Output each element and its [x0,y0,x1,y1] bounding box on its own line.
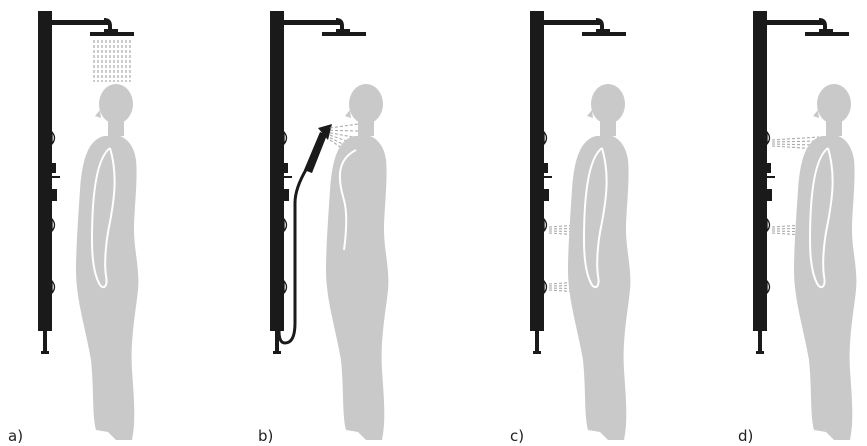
hand-spray-stream [330,130,358,131]
jet-spray-stream [772,137,819,140]
panel-label-a: a) [8,429,23,444]
body-jet-2 [767,219,770,231]
figure-nose [345,110,351,118]
figure-a [76,84,138,440]
control-knob-1 [763,163,771,173]
figure-nose [587,110,593,118]
figure-nose [813,110,819,118]
panel-label-d: d) [738,429,753,444]
body-jet-2 [52,219,55,231]
control-knob-1 [540,163,548,173]
hand-shower-handle [304,132,327,173]
figure-c [568,84,630,440]
shower-arm [52,20,109,25]
figure-d [794,84,856,440]
rain-head-mount [596,29,610,33]
body-jet-3 [52,281,55,293]
figure-body [568,136,630,440]
body-jet-3 [284,281,287,293]
panel-label-b: b) [258,429,273,444]
figure-neck [358,120,374,136]
rain-head-mount [336,29,350,33]
control-knob-1 [280,163,288,173]
body-jet-1 [767,132,770,144]
shower-arm [284,20,341,25]
outlet-cap [273,351,281,354]
body-jet-2 [284,219,287,231]
body-jet-1 [284,132,287,144]
outlet-cap [533,351,541,354]
rain-head-mount [819,29,833,33]
body-jet-1 [52,132,55,144]
shower-arm [544,20,601,25]
body-jet-3 [544,281,547,293]
figure-body [794,136,856,440]
body-jet-3 [767,281,770,293]
figure-body [76,136,138,440]
outlet-pipe [43,331,47,351]
figure-neck [600,120,616,136]
outlet-cap [756,351,764,354]
control-knob-1 [48,163,56,173]
figure-head [591,84,625,124]
figure-neck [826,120,842,136]
rain-head-mount [104,29,118,33]
body-jet-1 [544,132,547,144]
figure-head [349,84,383,124]
figure-head [99,84,133,124]
control-knob-2 [763,189,772,201]
outlet-pipe [535,331,539,351]
panel-label-c: c) [510,429,524,444]
control-knob-2 [280,189,289,201]
outlet-pipe [758,331,762,351]
figure-head [817,84,851,124]
hand-spray-stream [330,124,358,128]
figure-body [326,136,388,440]
control-knob-2 [540,189,549,201]
figure-neck [108,120,124,136]
body-jet-2 [544,219,547,231]
outlet-cap [41,351,49,354]
control-knob-2 [48,189,57,201]
shower-arm [767,20,824,25]
figure-nose [95,110,101,118]
